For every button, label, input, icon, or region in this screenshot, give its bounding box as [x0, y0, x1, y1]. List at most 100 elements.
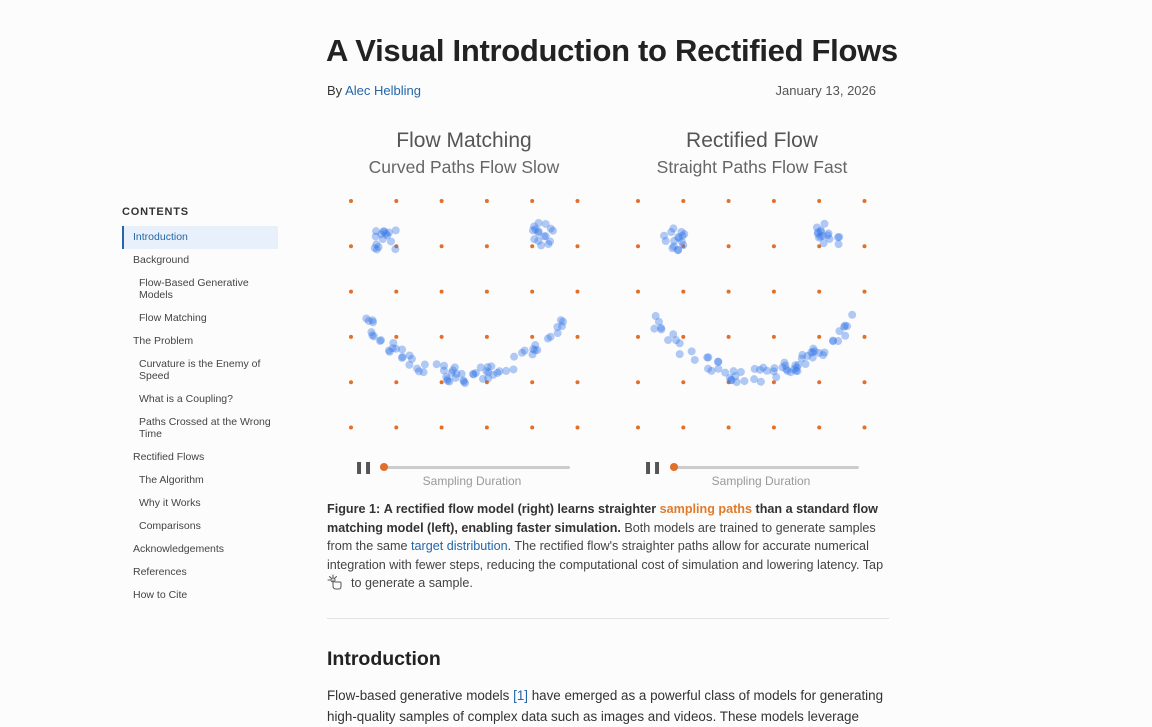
- toc-item[interactable]: Background: [133, 254, 190, 266]
- sample-point: [391, 245, 400, 254]
- sample-point: [447, 368, 456, 377]
- sample-point: [534, 227, 543, 236]
- pause-button-left[interactable]: ❚❚: [354, 460, 373, 474]
- sample-point: [379, 227, 388, 236]
- sample-point: [443, 375, 452, 384]
- grid-point: [530, 199, 535, 203]
- sample-point: [489, 370, 498, 379]
- sample-point: [812, 223, 821, 232]
- grid-point: [771, 425, 776, 430]
- sample-point: [782, 365, 791, 374]
- sample-point: [669, 242, 678, 251]
- sample-point: [789, 365, 798, 374]
- grid-point: [636, 334, 640, 339]
- pause-button-right[interactable]: ❚❚: [643, 460, 662, 474]
- sample-point: [770, 364, 779, 373]
- toc-item[interactable]: Paths Crossed at the Wrong Time: [139, 416, 271, 440]
- sampling-slider-left[interactable]: [380, 463, 570, 471]
- grid-point: [771, 380, 776, 385]
- grid-point: [394, 199, 399, 203]
- toc-item[interactable]: Comparisons: [139, 520, 201, 532]
- sample-point: [813, 228, 822, 237]
- citation-link[interactable]: [1]: [513, 688, 528, 703]
- sample-point: [559, 317, 568, 326]
- grid-point: [394, 425, 399, 430]
- slider-thumb[interactable]: [670, 463, 678, 471]
- toc-item[interactable]: References: [133, 566, 187, 578]
- sample-point: [704, 364, 713, 373]
- grid-point: [349, 425, 353, 430]
- sample-point: [835, 232, 844, 241]
- toc-item[interactable]: The Problem: [133, 335, 194, 347]
- sample-point: [677, 237, 686, 246]
- toc-item[interactable]: Acknowledgements: [133, 543, 225, 555]
- sample-point: [807, 348, 816, 357]
- sample-point: [834, 240, 843, 249]
- grid-point: [817, 334, 822, 339]
- caption-text-2: . The rectified flow's straighter paths …: [327, 539, 884, 572]
- sample-point: [398, 345, 407, 354]
- sample-point: [674, 233, 683, 242]
- sample-point: [459, 377, 468, 386]
- sample-point: [483, 363, 492, 372]
- sample-point: [816, 226, 825, 235]
- toc-item[interactable]: What is a Coupling?: [139, 393, 233, 405]
- toc-item[interactable]: Flow Matching: [139, 312, 207, 324]
- sample-point: [557, 322, 566, 331]
- sample-point: [443, 376, 452, 385]
- sample-point: [419, 368, 428, 377]
- slider-thumb[interactable]: [380, 463, 388, 471]
- sample-point: [667, 228, 676, 237]
- sample-point: [792, 366, 801, 375]
- sample-point: [704, 353, 713, 362]
- sample-point: [476, 363, 485, 372]
- tap-hand-icon[interactable]: [327, 574, 347, 590]
- author-link[interactable]: Alec Helbling: [345, 83, 421, 98]
- sample-point: [714, 357, 723, 366]
- sample-point: [546, 332, 555, 341]
- grid-point: [394, 334, 399, 339]
- grid-point: [862, 425, 867, 430]
- sample-point: [828, 337, 837, 346]
- caption-bold-1: A rectified flow model (right) learns st…: [383, 502, 657, 516]
- sample-point: [540, 232, 549, 241]
- toc-item[interactable]: Why it Works: [139, 497, 201, 509]
- caption-label: Figure 1:: [327, 502, 381, 516]
- sample-point: [450, 363, 459, 372]
- toc-item[interactable]: Curvature is the Enemy of Speed: [139, 358, 261, 382]
- sample-point: [407, 354, 416, 363]
- toc-item[interactable]: How to Cite: [133, 589, 188, 601]
- sample-point: [388, 344, 397, 353]
- sample-point: [778, 363, 787, 372]
- sampling-slider-right[interactable]: [670, 463, 859, 471]
- grid-point: [575, 289, 580, 294]
- figure-canvas[interactable]: [0, 0, 1152, 460]
- grid-point: [484, 425, 489, 430]
- sample-point: [835, 327, 844, 336]
- sample-point: [534, 218, 543, 227]
- sample-point: [810, 347, 819, 356]
- sample-point: [439, 366, 448, 375]
- sample-point: [714, 364, 723, 373]
- sample-point: [440, 361, 449, 370]
- sample-point: [531, 225, 540, 234]
- grid-point: [484, 334, 489, 339]
- grid-point: [817, 289, 822, 294]
- page-title: A Visual Introduction to Rectified Flows: [326, 33, 898, 68]
- grid-point: [349, 334, 353, 339]
- sample-point: [781, 361, 790, 370]
- toc-item[interactable]: The Algorithm: [139, 474, 204, 486]
- sample-point: [725, 374, 734, 383]
- sample-point: [680, 230, 689, 239]
- sample-point: [534, 236, 543, 245]
- sample-point: [387, 237, 396, 246]
- sample-point: [482, 367, 491, 376]
- sample-point: [803, 351, 812, 360]
- toc-item[interactable]: Flow-Based Generative Models: [139, 277, 249, 301]
- grid-point: [439, 334, 444, 339]
- grid-point: [349, 244, 353, 249]
- toc-item[interactable]: Introduction: [122, 226, 278, 249]
- sample-point: [479, 374, 488, 383]
- toc-item[interactable]: Rectified Flows: [133, 451, 205, 463]
- sample-point: [820, 348, 829, 357]
